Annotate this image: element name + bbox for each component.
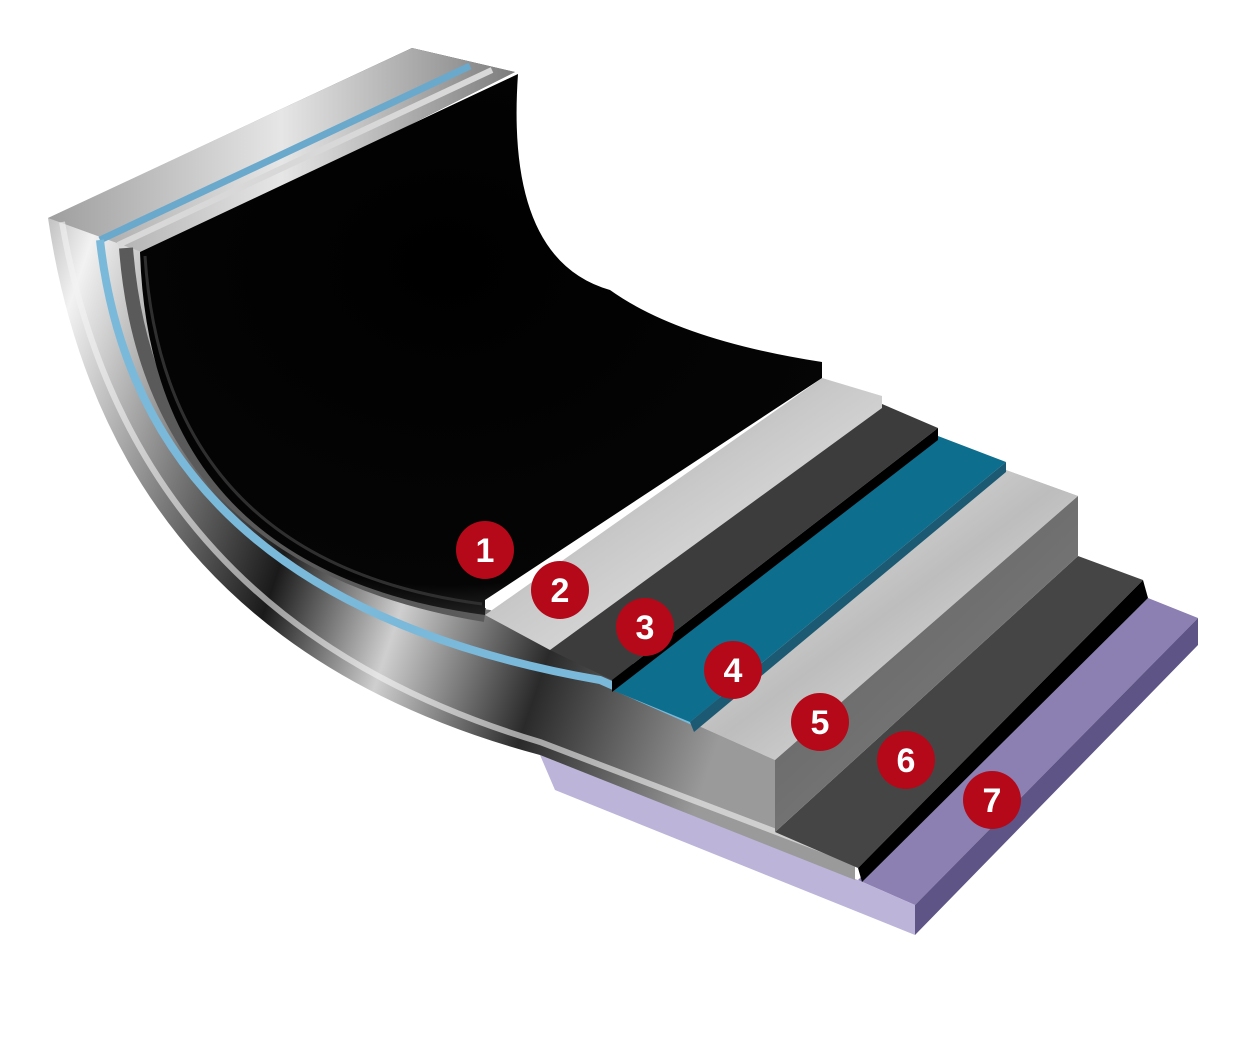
- layer-5-face: [775, 496, 1078, 832]
- layer-badge-7: 7: [963, 771, 1021, 829]
- layer-6-edge: [858, 580, 1148, 882]
- badge-number: 5: [811, 704, 830, 742]
- layer-6-top: [775, 556, 1143, 868]
- layer-badge-6: 6: [877, 731, 935, 789]
- layer-7-side: [915, 618, 1198, 935]
- layer-badge-3: 3: [616, 598, 674, 656]
- layer-5-band: [690, 470, 1078, 832]
- layer-3-edge: [612, 428, 938, 692]
- badge-circle: [791, 693, 849, 751]
- layer-4-edge: [690, 462, 1006, 732]
- badge-number: 6: [897, 742, 916, 780]
- layer-5-upper: [690, 470, 1078, 760]
- badge-number: 3: [636, 609, 655, 647]
- layer-1-coating: [140, 74, 822, 615]
- layer-badge-2: 2: [531, 561, 589, 619]
- badge-circle: [531, 561, 589, 619]
- layer-7-front: [540, 755, 915, 935]
- badge-number: 1: [476, 532, 495, 570]
- layer-6-band: [775, 556, 1148, 882]
- badge-circle: [704, 641, 762, 699]
- layer-badges: 1 2 3 4 5 6 7: [456, 521, 1021, 829]
- blue-wall-line: [96, 62, 697, 726]
- badge-number: 7: [983, 782, 1002, 820]
- badge-number: 2: [551, 572, 570, 610]
- layer-badge-5: 5: [791, 693, 849, 751]
- badge-circle: [616, 598, 674, 656]
- layer-badge-1: 1: [456, 521, 514, 579]
- layer-7-top: [858, 598, 1198, 905]
- badge-number: 4: [724, 652, 743, 690]
- badge-circle: [963, 771, 1021, 829]
- badge-circle: [456, 521, 514, 579]
- layer-4-top: [612, 436, 1006, 722]
- layer-7-base: [540, 598, 1198, 935]
- badge-circle: [877, 731, 935, 789]
- layer-4-band: [612, 436, 1006, 732]
- layer-badge-4: 4: [704, 641, 762, 699]
